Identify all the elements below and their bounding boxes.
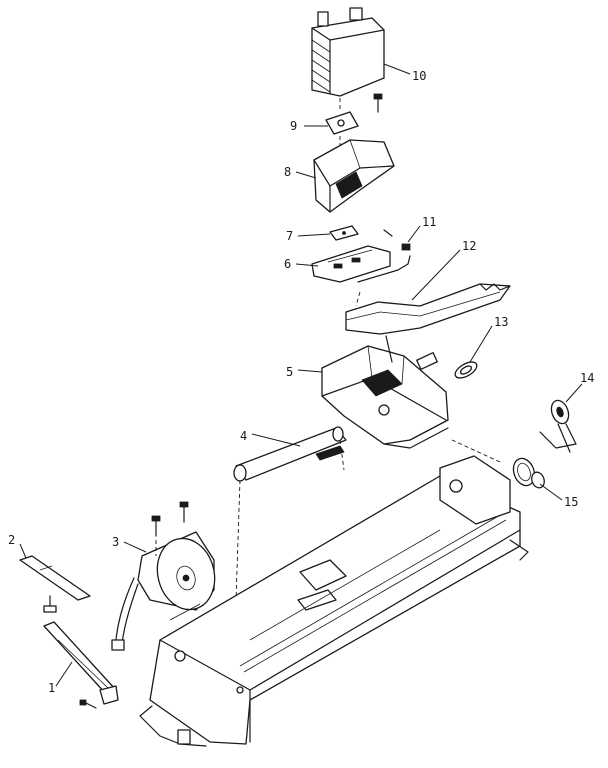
callout-10: 10 [412, 69, 426, 83]
callout-5: 5 [286, 365, 293, 379]
callout-2: 2 [8, 533, 15, 547]
callout-15: 15 [564, 495, 578, 509]
callout-4: 4 [240, 429, 247, 443]
callout-7: 7 [286, 229, 293, 243]
part-3-motor [111, 501, 216, 651]
part-6-plate [311, 245, 411, 283]
callout-8: 8 [284, 165, 291, 179]
part-12-ribbon-cable [345, 283, 511, 335]
part-14-gear [539, 399, 577, 453]
callout-13: 13 [494, 315, 508, 329]
part-1-bracket [43, 621, 119, 709]
callout-12: 12 [462, 239, 476, 253]
part-7-plate [329, 225, 393, 241]
callout-6: 6 [284, 257, 291, 271]
part-9-bracket [325, 93, 383, 150]
part-10-transformer [311, 7, 385, 97]
leader-lines [19, 63, 583, 687]
part-5-carriage [321, 335, 449, 449]
part-13-spring [454, 361, 478, 379]
callout-1: 1 [48, 681, 55, 695]
main-chassis [139, 455, 529, 747]
callout-9: 9 [290, 119, 297, 133]
callout-3: 3 [112, 535, 119, 549]
part-8-cover [313, 139, 395, 213]
callout-14: 14 [580, 371, 594, 385]
part-2-strip [19, 555, 91, 613]
part-4-roller [233, 426, 347, 601]
callout-11: 11 [422, 215, 436, 229]
callout-labels: 1 2 3 4 5 6 7 8 9 10 11 12 13 14 15 [8, 69, 594, 695]
part-11-spring [401, 243, 411, 251]
part-15-pulley [451, 439, 545, 489]
